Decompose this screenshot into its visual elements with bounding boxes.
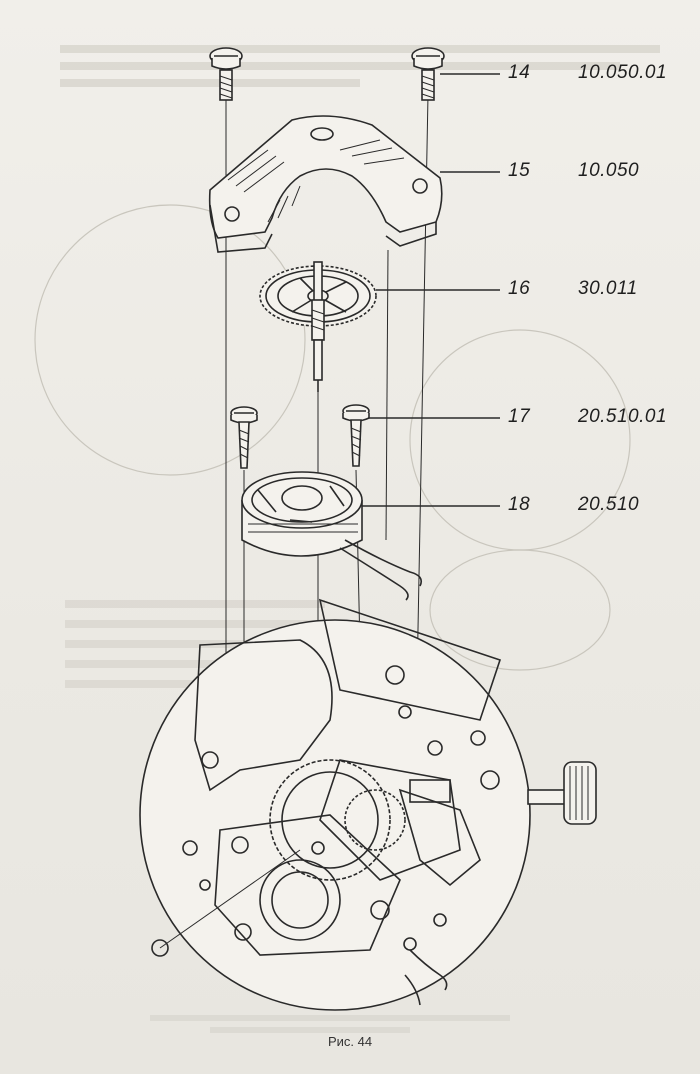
module-18: [241, 471, 423, 601]
callout-14-code: 10.050.01: [578, 62, 668, 83]
callout-18-number: 18: [508, 494, 531, 515]
bleed-through-background: [34, 45, 660, 1033]
main-plate: [139, 598, 597, 1011]
callout-16-code: 30.011: [578, 278, 638, 299]
callout-17-number: 17: [508, 406, 531, 427]
screw-14-left: [209, 47, 243, 101]
leader-lines: [362, 73, 500, 507]
callout-18-code: 20.510: [578, 494, 640, 515]
screw-17-left: [230, 406, 258, 469]
callout-17-code: 20.510.01: [578, 406, 668, 427]
callout-14-number: 14: [508, 62, 531, 83]
callout-16-number: 16: [508, 278, 531, 299]
wheel-16: [259, 261, 377, 392]
callout-15-number: 15: [508, 160, 531, 181]
figure-caption: Рис. 44: [327, 1034, 373, 1049]
screw-17-right: [342, 404, 370, 467]
bridge-15: [208, 115, 443, 253]
screw-14-right: [411, 47, 445, 101]
callout-15-code: 10.050: [578, 160, 640, 181]
